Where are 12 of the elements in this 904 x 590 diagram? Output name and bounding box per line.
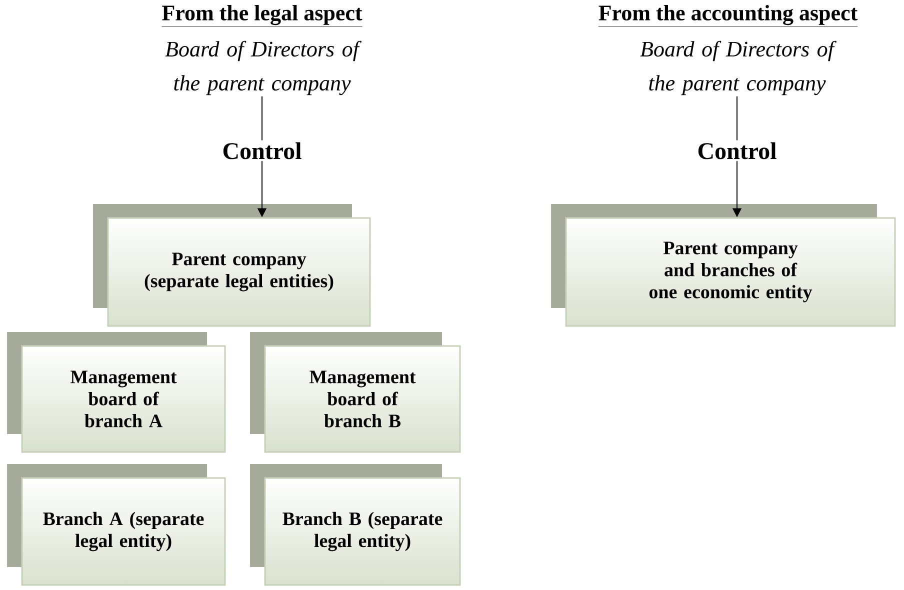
- entity-box: Management board of branch B: [250, 332, 461, 453]
- entity-box: Branch A (separate legal entity): [7, 464, 226, 586]
- entity-box: Management board of branch A: [7, 332, 226, 453]
- entity-box: Parent company and branches of one economic entity: [551, 204, 896, 327]
- edge-label: Control: [220, 140, 304, 162]
- entity-box: Branch B (separate legal entity): [250, 464, 461, 586]
- edge-label: Control: [695, 140, 779, 162]
- heading: From the accounting aspect: [598, 4, 858, 27]
- board-text: Board of Directors of the parent company: [640, 40, 836, 96]
- entity-box: Parent company (separate legal entities): [93, 204, 371, 327]
- board-text: Board of Directors of the parent company: [165, 40, 362, 96]
- heading: From the legal aspect: [162, 4, 362, 27]
